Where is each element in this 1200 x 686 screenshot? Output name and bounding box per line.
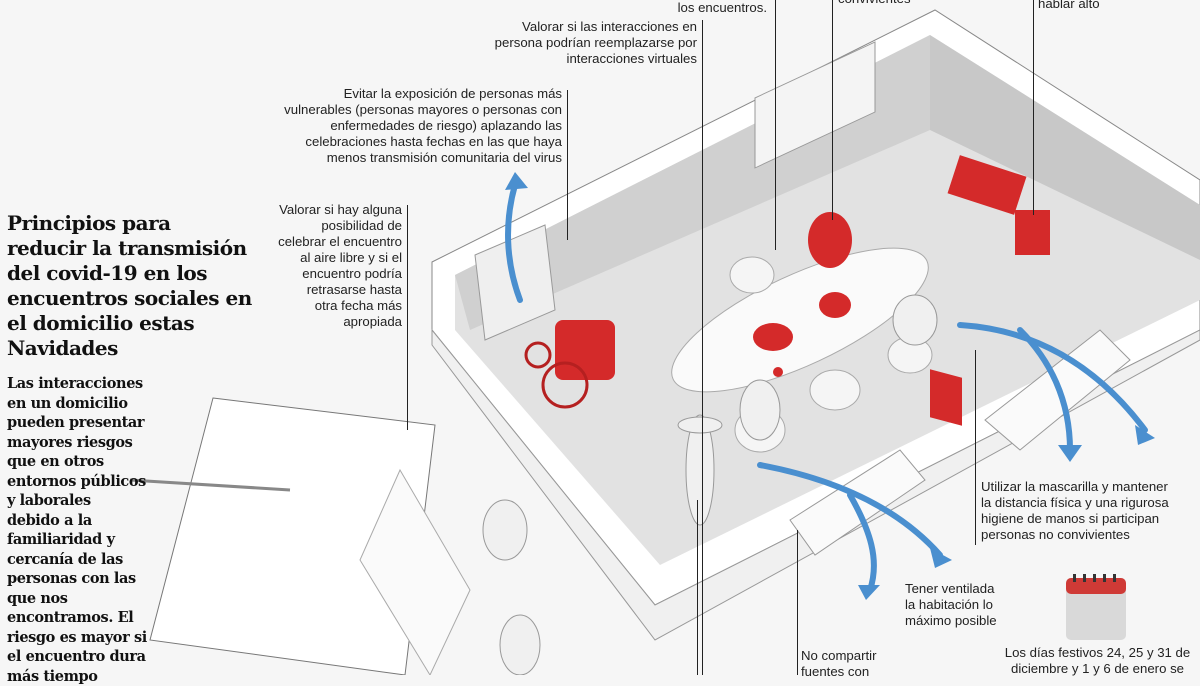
leader-line xyxy=(567,90,568,240)
people xyxy=(482,294,938,675)
dining-table xyxy=(671,247,929,393)
leader-line xyxy=(975,350,976,545)
front-wall-top xyxy=(431,328,1200,641)
intro-text: Las interacciones en un domicilio pueden… xyxy=(7,375,147,685)
outdoor-tent xyxy=(149,397,436,675)
annotation-encuentros: los encuentros. xyxy=(677,0,767,15)
leader-line xyxy=(832,0,833,220)
annotation-fuentes: No compartir fuentes con xyxy=(801,648,877,679)
right-back-wall xyxy=(930,35,1200,260)
tent-pole xyxy=(129,478,291,492)
annotation-virtuales: Valorar si las interacciones en persona … xyxy=(494,19,697,66)
leader-line xyxy=(775,0,776,250)
annotation-vulnerables: Evitar la exposición de personas más vul… xyxy=(284,86,562,165)
arrow-heads xyxy=(505,172,1155,600)
page-title: Principios para reducir la transmisión d… xyxy=(7,211,252,360)
bookshelf xyxy=(754,41,876,169)
outdoor-table xyxy=(359,468,471,675)
annotation-mascarilla: Utilizar la mascarilla y mantener la dis… xyxy=(981,479,1169,542)
wheelchair-icon xyxy=(524,341,589,409)
leader-line xyxy=(697,500,698,675)
annotation-festivos: Los días festivos 24, 25 y 31 de diciemb… xyxy=(1004,645,1191,676)
annotation-convivientes: convivientes xyxy=(838,0,911,7)
annotation-hablar-alto: hablar alto xyxy=(1038,0,1100,11)
red-highlights xyxy=(555,155,1050,426)
annotation-ventilada: Tener ventilada la habitación lo máximo … xyxy=(905,581,997,628)
leader-line xyxy=(407,205,408,430)
chairs xyxy=(729,256,933,453)
leader-line xyxy=(702,20,703,675)
leader-line xyxy=(797,530,798,675)
airflow-arrows xyxy=(505,182,1148,593)
calendar-icon xyxy=(1066,574,1126,640)
leader-line xyxy=(1033,0,1034,215)
annotation-aire-libre: Valorar si hay alguna posibilidad de cel… xyxy=(278,202,402,329)
